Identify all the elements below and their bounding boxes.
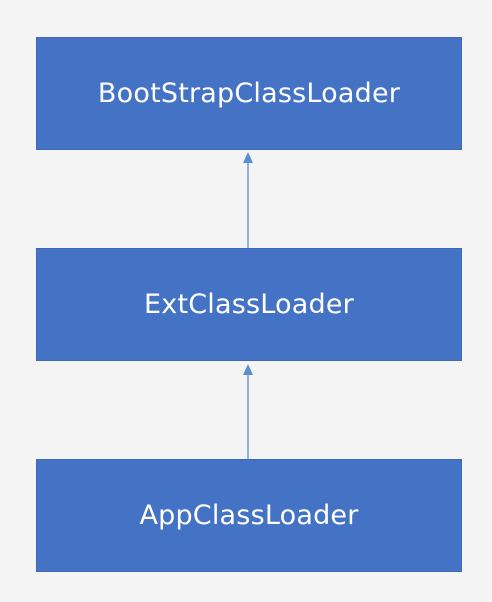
node-label-ext: ExtClassLoader bbox=[144, 289, 354, 320]
node-app-classloader: AppClassLoader bbox=[36, 459, 462, 572]
node-ext-classloader: ExtClassLoader bbox=[36, 248, 462, 361]
arrowhead-bootstrap bbox=[243, 152, 253, 163]
node-bootstrap-classloader: BootStrapClassLoader bbox=[36, 37, 462, 150]
arrowhead-ext bbox=[243, 364, 253, 375]
node-label-bootstrap: BootStrapClassLoader bbox=[97, 78, 401, 109]
node-label-app: AppClassLoader bbox=[139, 500, 359, 531]
